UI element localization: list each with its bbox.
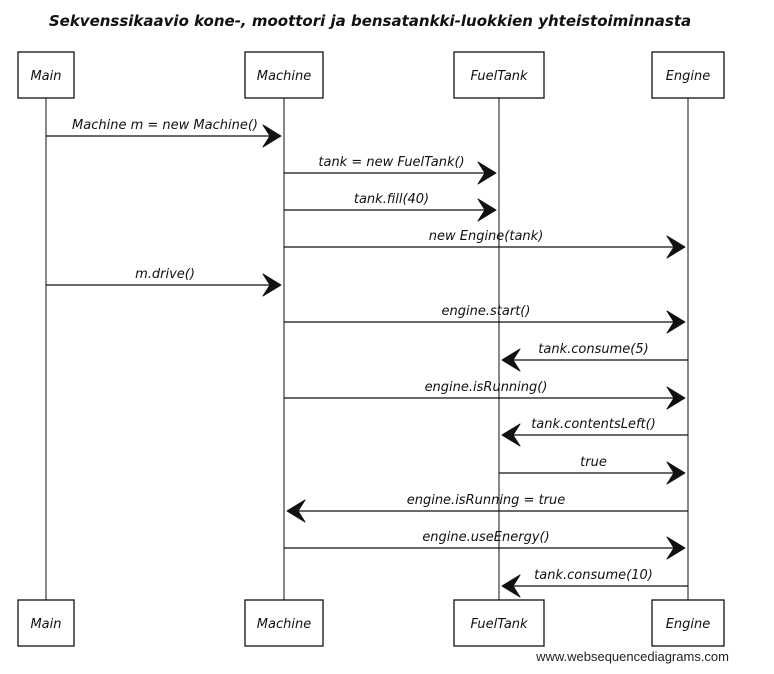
message-label: tank.fill(40) — [354, 192, 429, 207]
message-label: engine.isRunning() — [425, 380, 548, 395]
message-arrowhead — [666, 536, 686, 560]
actor-box-engine-bottom: Engine — [651, 599, 725, 647]
actor-box-engine-top: Engine — [651, 51, 725, 99]
actor-label-engine: Engine — [666, 69, 711, 84]
message-label: tank.consume(5) — [538, 342, 648, 357]
message-arrowhead — [262, 124, 282, 148]
message-3: tank.fill(40) — [284, 192, 497, 222]
actor-label-machine: Machine — [257, 69, 311, 84]
message-label: tank.consume(10) — [534, 568, 653, 583]
actor-box-fueltank-bottom: FuelTank — [453, 599, 545, 647]
actor-label-machine: Machine — [257, 617, 311, 632]
message-arrowhead — [501, 574, 521, 598]
message-arrowhead — [666, 310, 686, 334]
footer-credit: www.websequencediagrams.com — [535, 649, 729, 664]
message-8: engine.isRunning() — [284, 380, 686, 410]
actor-label-engine: Engine — [666, 617, 711, 632]
actor-label-main: Main — [30, 617, 61, 632]
actor-boxes-bottom: Main Machine FuelTank Engine — [17, 599, 725, 647]
message-arrowhead — [666, 235, 686, 259]
message-arrowhead — [477, 161, 497, 185]
actor-label-fueltank: FuelTank — [470, 617, 528, 632]
message-arrowhead — [666, 461, 686, 485]
message-13: tank.consume(10) — [501, 568, 688, 598]
message-1: Machine m = new Machine() — [46, 118, 282, 148]
actor-box-frame — [651, 51, 725, 99]
actor-label-main: Main — [30, 69, 61, 84]
message-9: tank.contentsLeft() — [501, 417, 688, 447]
message-7: tank.consume(5) — [501, 342, 688, 372]
actor-box-frame — [244, 599, 324, 647]
actor-box-frame — [17, 51, 75, 99]
actor-box-frame — [453, 599, 545, 647]
message-arrowhead — [262, 273, 282, 297]
actor-boxes-top: Main Machine FuelTank Engine — [17, 51, 725, 99]
message-arrowhead — [501, 423, 521, 447]
actor-box-frame — [17, 599, 75, 647]
message-4: new Engine(tank) — [284, 229, 686, 259]
message-arrowhead — [501, 348, 521, 372]
message-label: true — [580, 455, 607, 470]
message-label: new Engine(tank) — [429, 229, 544, 244]
message-arrowhead — [477, 198, 497, 222]
message-2: tank = new FuelTank() — [284, 155, 497, 185]
message-10: true — [499, 455, 686, 485]
actor-box-machine-bottom: Machine — [244, 599, 324, 647]
lifelines — [45, 98, 689, 600]
messages: Machine m = new Machine() tank = new Fuel… — [46, 118, 688, 598]
message-label: tank = new FuelTank() — [318, 155, 464, 170]
message-label: m.drive() — [135, 267, 195, 282]
diagram-title: Sekvenssikaavio kone-, moottori ja bensa… — [49, 12, 691, 30]
message-label: tank.contentsLeft() — [531, 417, 656, 432]
actor-box-main-bottom: Main — [17, 599, 75, 647]
message-6: engine.start() — [284, 304, 686, 334]
actor-box-main-top: Main — [17, 51, 75, 99]
actor-box-frame — [453, 51, 545, 99]
message-label: Machine m = new Machine() — [72, 118, 258, 133]
message-label: engine.isRunning = true — [407, 493, 566, 508]
actor-box-fueltank-top: FuelTank — [453, 51, 545, 99]
message-label: engine.useEnergy() — [422, 530, 549, 545]
message-label: engine.start() — [442, 304, 531, 319]
message-11: engine.isRunning = true — [286, 493, 688, 523]
actor-box-machine-top: Machine — [244, 51, 324, 99]
actor-label-fueltank: FuelTank — [470, 69, 528, 84]
message-5: m.drive() — [46, 267, 282, 297]
message-12: engine.useEnergy() — [284, 530, 686, 560]
actor-box-frame — [244, 51, 324, 99]
message-arrowhead — [286, 499, 306, 523]
actor-box-frame — [651, 599, 725, 647]
message-arrowhead — [666, 386, 686, 410]
